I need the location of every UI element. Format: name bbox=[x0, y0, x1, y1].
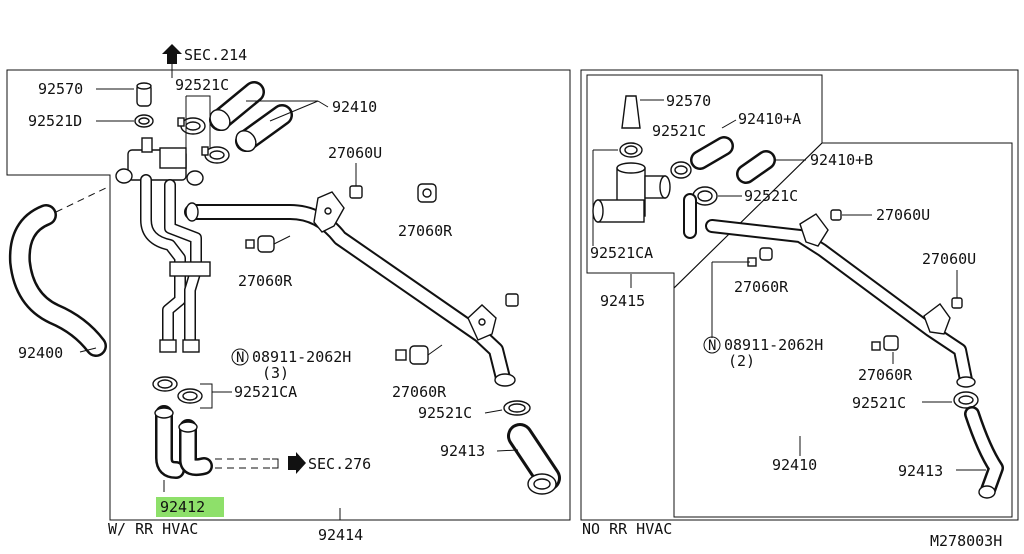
hose-92413-left bbox=[507, 423, 561, 495]
hose-92410b bbox=[736, 150, 776, 184]
bracket-right-lower bbox=[923, 303, 951, 335]
clamp-92521c-right-c bbox=[953, 391, 979, 409]
label-92410: 92410 bbox=[332, 98, 377, 116]
hose-92413-right bbox=[964, 406, 1004, 499]
grommet-27060u bbox=[349, 185, 363, 199]
label-92521c-right-b: 92521C bbox=[744, 187, 798, 205]
hose-92410-lower bbox=[235, 104, 293, 152]
bolt-27060u-right-b bbox=[951, 297, 963, 309]
label-92415: 92415 bbox=[600, 292, 645, 310]
label-27060u-right-b: 27060U bbox=[922, 250, 976, 268]
label-27060r-b: 27060R bbox=[238, 272, 293, 290]
label-92414: 92414 bbox=[318, 526, 363, 544]
cap-92570-right bbox=[621, 95, 641, 129]
tee-92415 bbox=[592, 162, 671, 223]
clamp-92521ca-right bbox=[177, 388, 203, 404]
bolt-27060u-lower bbox=[505, 293, 519, 307]
highlight-92412 bbox=[156, 497, 224, 517]
hose-92410-upper bbox=[209, 81, 265, 131]
nut-marker-right: N bbox=[708, 338, 716, 354]
nut-marker-left: N bbox=[236, 350, 244, 366]
clamp-92521c-inset bbox=[619, 142, 643, 158]
grommet-27060r-right-a bbox=[747, 247, 773, 267]
left-panel-frame bbox=[6, 69, 571, 521]
clamp-92521ca-left bbox=[152, 376, 178, 392]
label-08911-left: 08911-2062H bbox=[252, 348, 351, 366]
pipe-92410-right bbox=[683, 193, 976, 388]
hose-92400 bbox=[8, 204, 107, 357]
label-92521d: 92521D bbox=[28, 112, 82, 130]
bracket-upper bbox=[313, 191, 345, 233]
hose-92412 bbox=[154, 405, 213, 479]
diagram-id: M278003H bbox=[930, 532, 1002, 550]
label-27060r-right-a: 27060R bbox=[734, 278, 789, 296]
label-27060u-right-a: 27060U bbox=[876, 206, 930, 224]
label-sec-276: SEC.276 bbox=[308, 455, 371, 473]
right-assembly-frame bbox=[673, 142, 1013, 518]
cap-92570 bbox=[136, 82, 152, 107]
label-no-rr-hvac: NO RR HVAC bbox=[582, 520, 672, 538]
right-panel-frame bbox=[580, 69, 1019, 521]
label-27060u: 27060U bbox=[328, 144, 382, 162]
label-92521ca: 92521CA bbox=[234, 383, 297, 401]
label-92410b: 92410+B bbox=[810, 151, 873, 169]
nut-symbol-right bbox=[703, 336, 721, 354]
label-sec-214: SEC.214 bbox=[184, 46, 247, 64]
label-92521c-right-a: 92521C bbox=[652, 122, 706, 140]
bolt-27060u-right-a bbox=[830, 209, 842, 221]
label-92570-right: 92570 bbox=[666, 92, 711, 110]
label-92410-right: 92410 bbox=[772, 456, 817, 474]
clamp-92521c-lower bbox=[503, 400, 531, 416]
label-92410a: 92410+A bbox=[738, 110, 801, 128]
valve-block bbox=[115, 137, 204, 186]
grommet-27060r-top bbox=[417, 183, 437, 203]
tube-bracket bbox=[169, 261, 211, 277]
grommet-27060r-low bbox=[395, 345, 429, 365]
label-27060r-a: 27060R bbox=[398, 222, 453, 240]
label-27060r-c: 27060R bbox=[392, 383, 447, 401]
grommet-27060r-right-b bbox=[871, 335, 899, 351]
label-92521c-top: 92521C bbox=[175, 76, 229, 94]
bracket-right-upper bbox=[799, 213, 829, 247]
sec-276-arrow-icon bbox=[288, 452, 306, 474]
clamp-92521c-upper-left bbox=[177, 117, 206, 135]
label-92413-right: 92413 bbox=[898, 462, 943, 480]
label-92521c-right-c: 92521C bbox=[852, 394, 906, 412]
label-92521c-low: 92521C bbox=[418, 404, 472, 422]
label-92413-left: 92413 bbox=[440, 442, 485, 460]
grommet-27060r-mid bbox=[245, 235, 275, 253]
clamp-92521d bbox=[134, 114, 154, 128]
label-92570: 92570 bbox=[38, 80, 83, 98]
nut-symbol-left bbox=[231, 348, 249, 366]
hose-92410a bbox=[690, 136, 734, 170]
clamp-92521c-lower-left bbox=[201, 146, 230, 164]
bracket-lower bbox=[467, 304, 497, 341]
label-92400: 92400 bbox=[18, 344, 63, 362]
label-08911-qty-right: (2) bbox=[728, 352, 755, 370]
label-27060r-right-b: 27060R bbox=[858, 366, 913, 384]
clamp-92521c-right-a bbox=[670, 161, 692, 179]
label-92412: 92412 bbox=[160, 498, 205, 516]
label-08911-qty-left: (3) bbox=[262, 364, 289, 382]
sec-214-arrow-icon bbox=[162, 44, 182, 64]
label-w-rr-hvac: W/ RR HVAC bbox=[108, 520, 198, 538]
label-08911-right: 08911-2062H bbox=[724, 336, 823, 354]
label-92521ca-right: 92521CA bbox=[590, 244, 653, 262]
